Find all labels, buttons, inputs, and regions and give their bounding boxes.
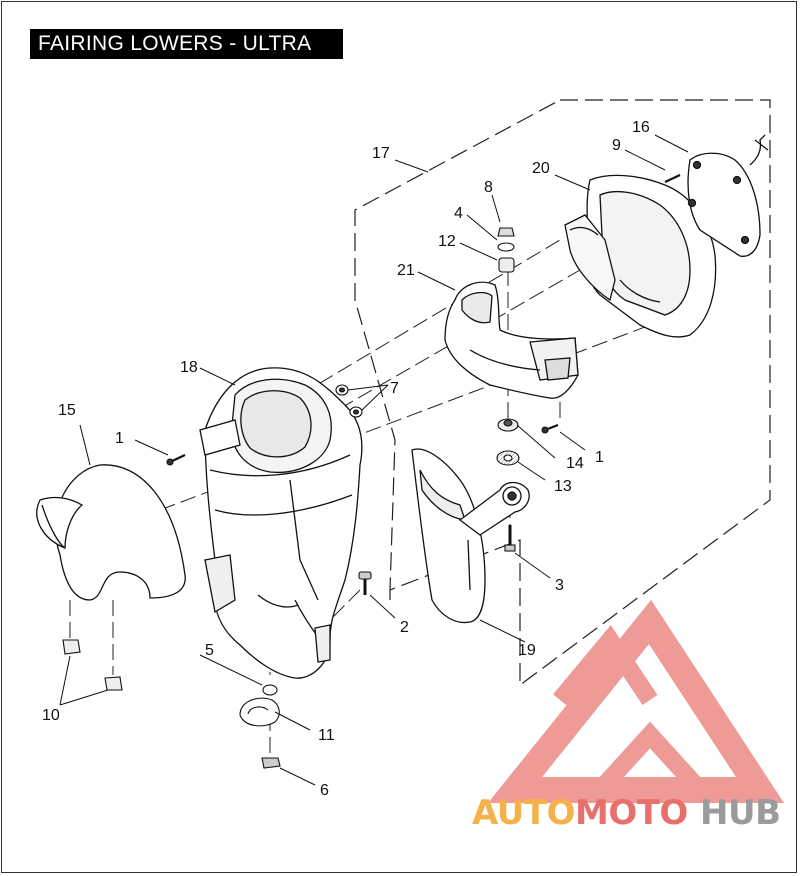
part-18-lower-fairing	[199, 367, 363, 679]
callout-1-right: 1	[595, 449, 604, 466]
callout-6: 6	[320, 782, 329, 799]
callout-3: 3	[555, 577, 564, 594]
callout-9: 9	[612, 137, 621, 154]
hardware-parts	[62, 174, 681, 769]
callout-1-left: 1	[115, 430, 124, 447]
callout-11: 11	[318, 727, 335, 744]
part-20-housing	[564, 174, 717, 338]
callout-2: 2	[400, 619, 409, 636]
callout-20: 20	[532, 160, 550, 177]
watermark-moto: MOTO	[575, 793, 688, 833]
watermark-text: AUTO MOTO HUB	[472, 793, 781, 833]
part-19-side-panel	[411, 448, 530, 624]
callout-17: 17	[372, 145, 390, 162]
watermark-hub: HUB	[700, 793, 780, 833]
callout-5: 5	[205, 642, 214, 659]
part-15-cap	[36, 464, 186, 601]
callout-7: 7	[390, 380, 399, 397]
callout-4: 4	[454, 205, 463, 222]
callout-18: 18	[180, 359, 198, 376]
part-16-cover	[687, 134, 769, 257]
callout-21: 21	[397, 262, 415, 279]
part-21-bracket	[444, 281, 579, 399]
callout-19: 19	[518, 642, 536, 659]
callout-8: 8	[484, 179, 493, 196]
callout-14: 14	[566, 455, 584, 472]
callout-16: 16	[632, 119, 650, 136]
callout-12: 12	[438, 233, 456, 250]
callout-labels: 17 16 9 20 8 4 12 21 18 7 15 1 1 14 13 3…	[42, 119, 650, 799]
page-title: FAIRING LOWERS - ULTRA	[30, 29, 343, 59]
watermark-logo	[487, 599, 785, 803]
leader-lines	[59, 134, 689, 786]
callout-15: 15	[58, 402, 76, 419]
callout-10: 10	[42, 707, 60, 724]
watermark-auto: AUTO	[472, 793, 575, 833]
callout-13: 13	[554, 478, 572, 495]
